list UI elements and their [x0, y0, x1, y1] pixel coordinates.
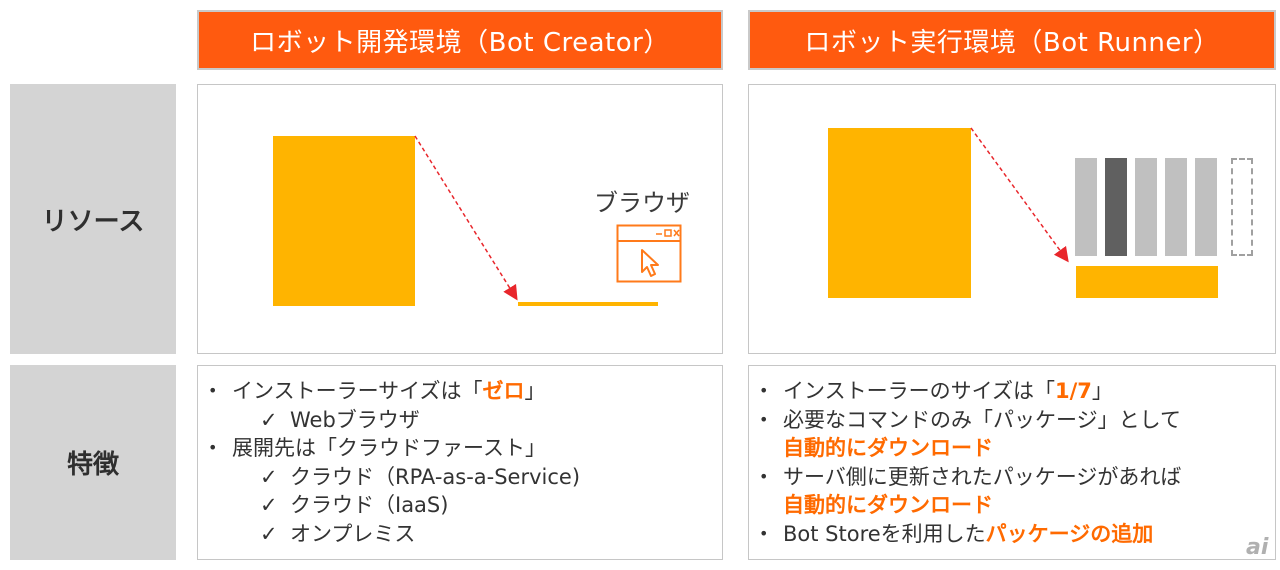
package-bar [1075, 158, 1097, 256]
runner-resource-block [828, 128, 971, 298]
highlight-one-seventh: 1/7 [1054, 379, 1092, 403]
check-icon: ✓ [260, 407, 278, 432]
bot-creator-header: ロボット開発環境（Bot Creator） [197, 10, 723, 70]
check-icon: ✓ [260, 464, 278, 489]
creator-shrink-arrow [414, 135, 518, 301]
creator-resource-block [273, 136, 415, 306]
package-bar [1195, 158, 1217, 256]
package-bar [1135, 158, 1157, 256]
list-item-continuation: 自動的にダウンロード [749, 434, 1275, 463]
row-label-resource-text: リソース [41, 206, 145, 237]
list-item: ✓ オンプレミス [198, 520, 722, 549]
runner-features-panel: • インストーラーのサイズは「1/7」 • 必要なコマンドのみ「パッケージ」とし… [748, 365, 1276, 560]
creator-installer-size-line [518, 302, 658, 306]
list-item: • インストーラーのサイズは「1/7」 [759, 379, 1113, 403]
highlight-package-add: パッケージの追加 [985, 521, 1154, 546]
row-label-features: 特徴 [10, 365, 176, 560]
runner-features-list: • インストーラーのサイズは「1/7」 • 必要なコマンドのみ「パッケージ」とし… [749, 377, 1275, 548]
runner-installer-block [1076, 266, 1218, 298]
package-bar-added [1231, 158, 1253, 256]
list-item: • インストーラーサイズは「ゼロ」 [208, 379, 546, 403]
bot-runner-header-text: ロボット実行環境（Bot Runner） [804, 27, 1220, 58]
highlight-auto-download: 自動的にダウンロード [783, 436, 993, 460]
list-item: ✓ クラウド（IaaS) [198, 491, 722, 520]
bot-runner-header: ロボット実行環境（Bot Runner） [748, 10, 1276, 70]
highlight-auto-download: 自動的にダウンロード [783, 493, 993, 517]
list-item: • 展開先は「クラウドファースト」 [208, 436, 546, 460]
browser-window-icon [616, 224, 682, 283]
package-bar-active [1105, 158, 1127, 256]
package-bar [1165, 158, 1187, 256]
creator-features-panel: • インストーラーサイズは「ゼロ」 ✓ Webブラウザ • 展開先は「クラウドフ… [197, 365, 723, 560]
check-icon: ✓ [260, 521, 278, 546]
row-label-features-text: 特徴 [66, 450, 119, 480]
list-item: • Bot Storeを利用したパッケージの追加 [759, 521, 1154, 546]
list-item-continuation: 自動的にダウンロード [749, 491, 1275, 520]
bot-creator-header-text: ロボット開発環境（Bot Creator） [250, 27, 670, 58]
list-item: • サーバ側に更新されたパッケージがあれば [759, 464, 1182, 489]
site-logo-watermark: ai [1246, 535, 1269, 560]
runner-shrink-arrow [970, 127, 1069, 263]
list-item: • 必要なコマンドのみ「パッケージ」として [759, 407, 1181, 432]
list-item: ✓ Webブラウザ [198, 406, 722, 435]
row-label-resource: リソース [10, 84, 176, 354]
browser-label: ブラウザ [594, 189, 690, 217]
check-icon: ✓ [260, 493, 278, 517]
creator-features-list: • インストーラーサイズは「ゼロ」 ✓ Webブラウザ • 展開先は「クラウドフ… [198, 377, 722, 548]
list-item: ✓ クラウド（RPA-as-a-Service) [198, 463, 722, 492]
highlight-zero: ゼロ [482, 379, 525, 403]
